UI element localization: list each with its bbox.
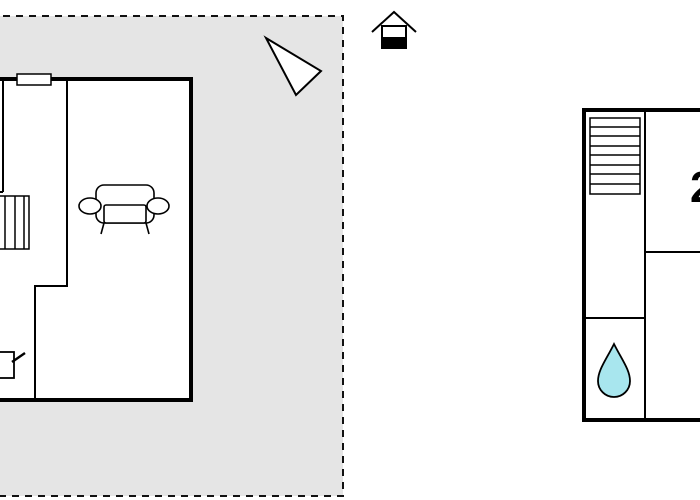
- left-building: [0, 73, 193, 402]
- water-drop-icon: [597, 341, 631, 398]
- window-icon: [16, 73, 52, 86]
- compass-arrow-icon: [263, 35, 323, 97]
- sofa-icon: [78, 184, 170, 235]
- sink-icon: [0, 351, 26, 379]
- stairs-icon: [0, 195, 30, 250]
- right-building: 2: [582, 108, 700, 422]
- room-number-label: 2: [690, 163, 700, 212]
- house-icon: [371, 10, 417, 49]
- left-building-outline: [0, 77, 193, 402]
- interior-wall: [34, 79, 68, 400]
- stairs-icon: [589, 117, 641, 195]
